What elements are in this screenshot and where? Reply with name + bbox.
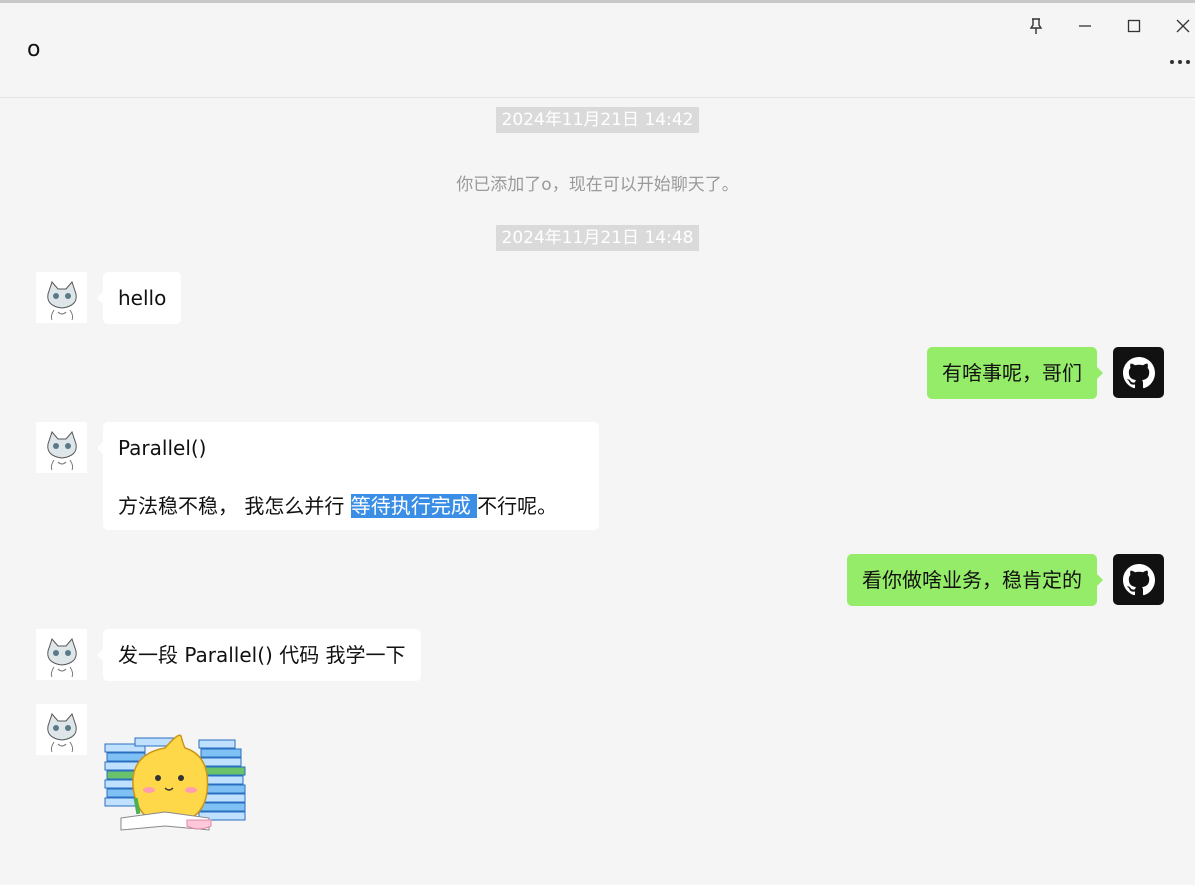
message-bubble-sent[interactable]: 看你做啥业务，稳肯定的 <box>847 554 1103 606</box>
maximize-button[interactable] <box>1119 13 1149 39</box>
message-line: 方法稳不稳， 我怎么并行 等待执行完成 不行呢。 <box>118 494 558 518</box>
selected-text: 等待执行完成 <box>350 494 478 518</box>
chat-title: o <box>27 37 41 62</box>
contact-avatar[interactable] <box>36 704 87 755</box>
message-list[interactable]: 2024年11月21日 14:42 你已添加了o，现在可以开始聊天了。 2024… <box>0 98 1195 885</box>
maximize-icon <box>1127 19 1141 33</box>
message-bubble-sent[interactable]: 有啥事呢，哥们 <box>927 347 1103 399</box>
github-icon <box>1122 356 1155 388</box>
system-notice: 你已添加了o，现在可以开始聊天了。 <box>456 175 739 195</box>
pin-icon <box>1029 18 1043 34</box>
pin-button[interactable] <box>1021 13 1051 39</box>
cat-avatar-icon <box>47 713 77 753</box>
message-bubble-received[interactable]: 发一段 Parallel() 代码 我学一下 <box>97 629 421 681</box>
contact-avatar[interactable] <box>36 272 87 323</box>
cat-avatar-icon <box>47 281 77 321</box>
window-top-border <box>0 0 1195 3</box>
timestamp: 2024年11月21日 14:42 <box>0 107 1195 133</box>
contact-avatar[interactable] <box>36 422 87 473</box>
more-icon <box>1170 60 1190 64</box>
minimize-button[interactable] <box>1070 13 1100 39</box>
message-bubble-received[interactable]: Parallel() 方法稳不稳， 我怎么并行 等待执行完成 不行呢。 <box>97 422 599 530</box>
timestamp: 2024年11月21日 14:48 <box>0 225 1195 251</box>
github-icon <box>1122 563 1155 595</box>
more-options-button[interactable] <box>1167 51 1193 73</box>
cat-avatar-icon <box>47 638 77 678</box>
cat-avatar-icon <box>47 431 77 471</box>
message-line: Parallel() <box>118 436 207 460</box>
contact-avatar[interactable] <box>36 629 87 680</box>
reading-cat-sticker-icon <box>104 734 246 831</box>
message-bubble-received[interactable]: hello <box>96 272 182 324</box>
sticker-message[interactable] <box>103 726 251 834</box>
my-avatar[interactable] <box>1113 554 1164 605</box>
minimize-icon <box>1079 25 1091 27</box>
my-avatar[interactable] <box>1113 347 1164 398</box>
title-bar: o <box>0 3 1195 98</box>
close-icon <box>1176 19 1190 33</box>
close-button[interactable] <box>1168 13 1195 39</box>
